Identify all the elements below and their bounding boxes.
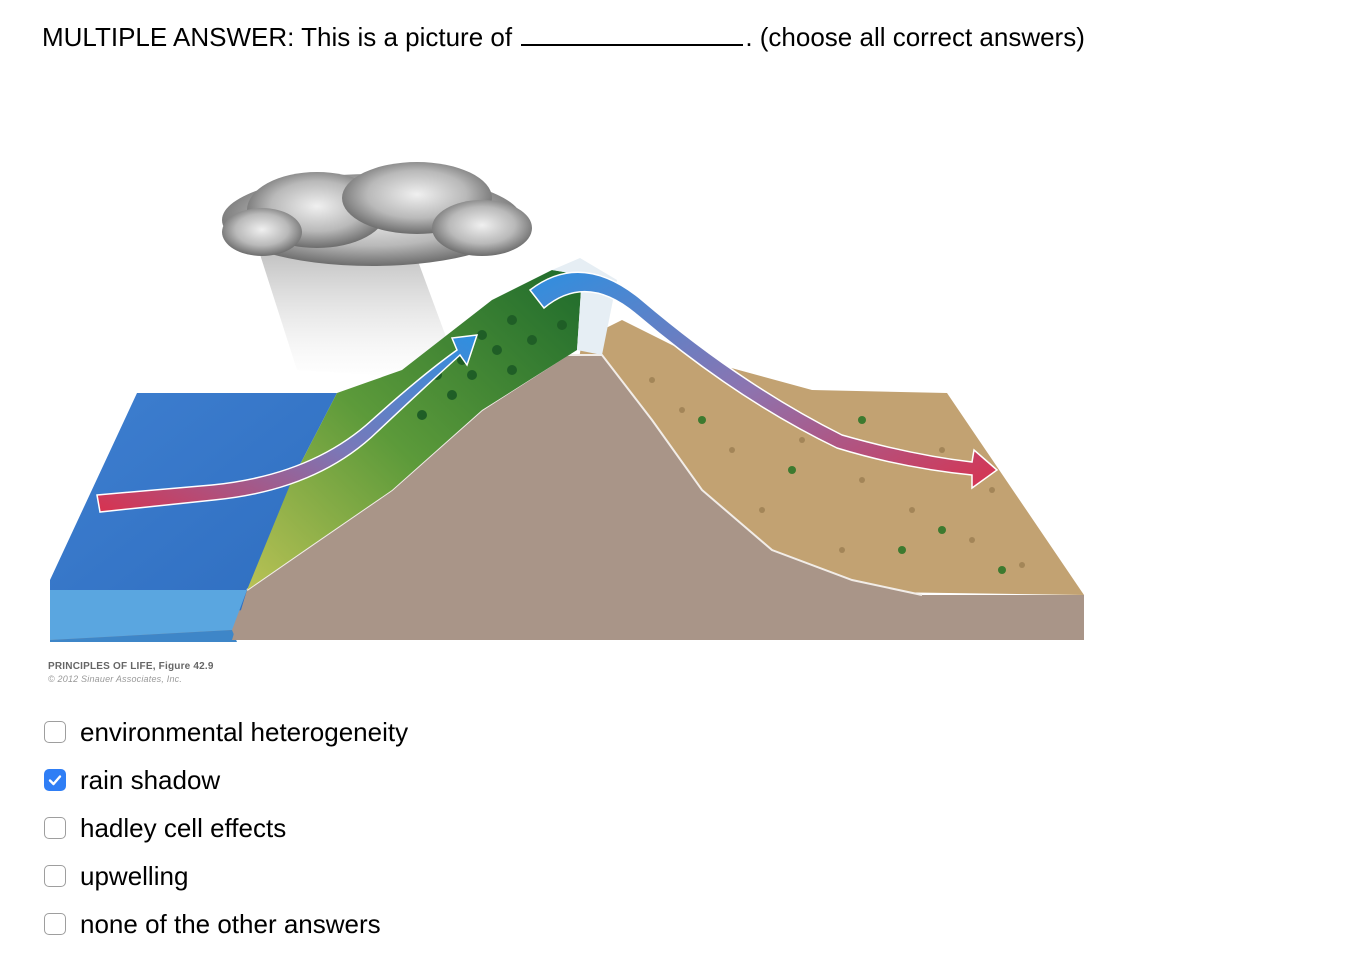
checkbox[interactable]	[44, 817, 66, 839]
question-text: MULTIPLE ANSWER: This is a picture of . …	[42, 20, 1085, 54]
option-label: environmental heterogeneity	[80, 717, 409, 747]
answer-options: environmental heterogeneity rain shadow …	[44, 708, 408, 948]
checkbox[interactable]	[44, 865, 66, 887]
option-label: upwelling	[80, 861, 189, 891]
descending-air-arrow	[528, 271, 999, 490]
option-rain-shadow[interactable]: rain shadow	[44, 756, 408, 804]
option-upwelling[interactable]: upwelling	[44, 852, 408, 900]
option-label: hadley cell effects	[80, 813, 287, 843]
option-environmental-heterogeneity[interactable]: environmental heterogeneity	[44, 708, 408, 756]
option-none-of-the-other-answers[interactable]: none of the other answers	[44, 900, 408, 948]
checkmark-icon	[48, 775, 62, 786]
question-prefix: MULTIPLE ANSWER: This is a picture of	[42, 22, 513, 52]
question-suffix: . (choose all correct answers)	[745, 22, 1085, 52]
rain-shadow-diagram	[42, 150, 1102, 695]
option-hadley-cell-effects[interactable]: hadley cell effects	[44, 804, 408, 852]
ocean-surface	[50, 393, 337, 620]
mountain-cross-section	[232, 355, 1084, 640]
option-label: rain shadow	[80, 765, 221, 795]
ocean-front-face	[50, 590, 247, 640]
rain-streaks	[257, 245, 462, 380]
caption-title: PRINCIPLES OF LIFE, Figure 42.9	[48, 661, 214, 672]
answer-blank	[521, 22, 744, 46]
rising-air-arrow	[96, 334, 479, 513]
caption-copyright: © 2012 Sinauer Associates, Inc.	[48, 674, 183, 684]
storm-cloud	[222, 162, 532, 266]
figure-caption: PRINCIPLES OF LIFE, Figure 42.9 © 2012 S…	[48, 661, 214, 685]
checkbox[interactable]	[44, 913, 66, 935]
checkbox[interactable]	[44, 721, 66, 743]
checkbox-checked[interactable]	[44, 769, 66, 791]
option-label: none of the other answers	[80, 909, 381, 939]
